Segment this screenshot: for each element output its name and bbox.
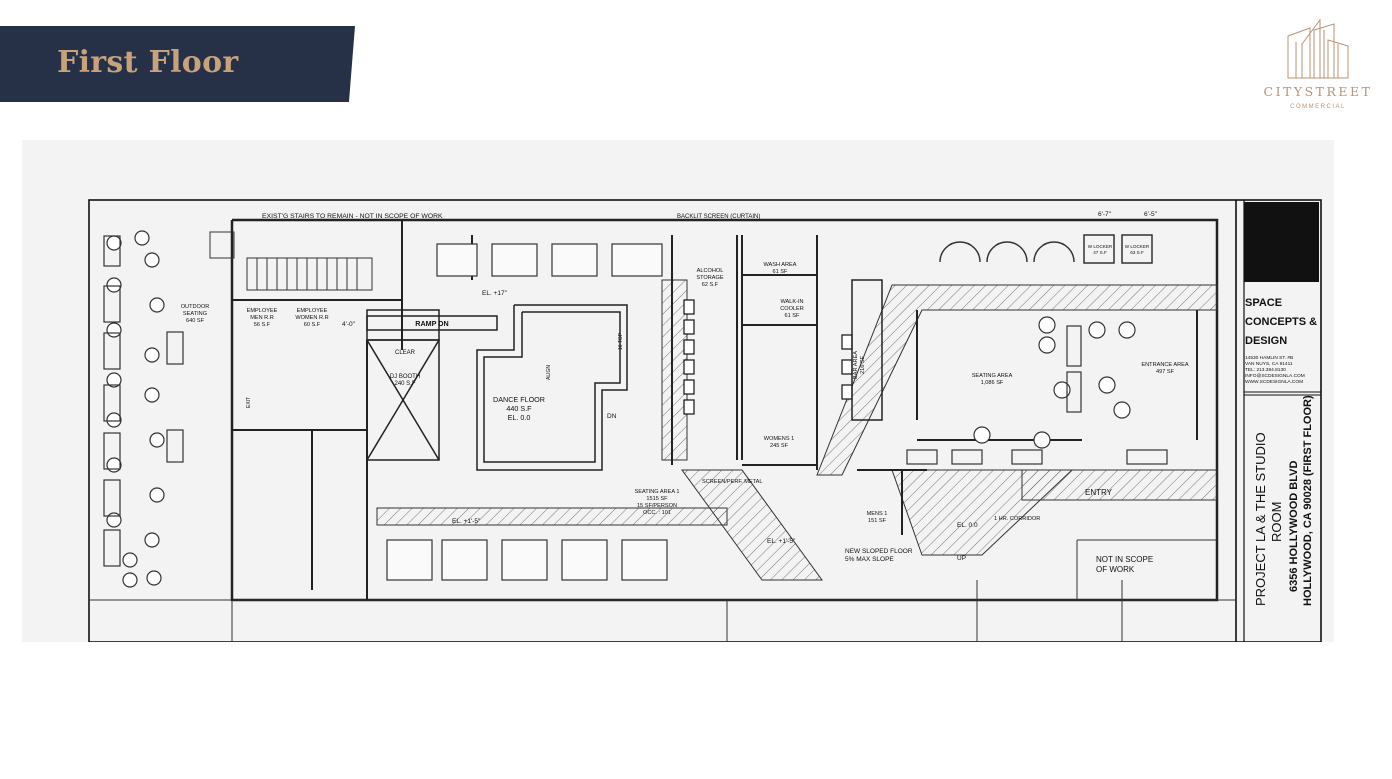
label-backlit: BACKLIT SCREEN (CURTAIN) — [677, 214, 760, 220]
label-el-lower: EL. +1'-5" — [452, 518, 481, 525]
floor-plan-svg: EXIST'G STAIRS TO REMAIN - NOT IN SCOPE … — [88, 199, 1322, 642]
floor-plan-drawing: EXIST'G STAIRS TO REMAIN - NOT IN SCOPE … — [22, 140, 1334, 642]
label-align: ALIGN — [546, 365, 552, 380]
sheet-border — [88, 199, 1322, 642]
label-elev-upper: EL. +17" — [482, 290, 508, 297]
hatch-seating-1 — [376, 507, 728, 526]
logo-subtitle: COMMERCIAL — [1290, 104, 1346, 110]
label-el-zero: EL. 0.0 — [957, 522, 978, 529]
dance-floor-edge — [476, 304, 628, 471]
label-up: UP — [957, 555, 966, 562]
hatch-sloped-floor — [681, 469, 823, 581]
label-bar: BAR AREA216 SF — [853, 351, 866, 379]
hatch-entry — [1021, 469, 1218, 501]
label-dj-clear: CLEAR — [395, 350, 416, 356]
title-banner — [0, 26, 355, 102]
label-corridor: 1 HR. CORRIDOR — [994, 516, 1040, 522]
project-city: HOLLYWOOD, CA 90028 (FIRST FLOOR) — [1302, 395, 1314, 606]
label-dim-4-0: 4'-0" — [342, 321, 356, 328]
svg-text:S: S — [1255, 218, 1286, 270]
existing-stairs — [246, 257, 373, 291]
project-address: 6356 HOLLYWOOD BLVD — [1288, 461, 1300, 592]
label-dim-6-7: 6'-7" — [1098, 211, 1112, 218]
label-entry: ENTRY — [1085, 488, 1113, 497]
building-outline — [230, 218, 1219, 602]
logo-name: CITYSTREET — [1263, 84, 1373, 99]
note-existing-stairs: EXIST'G STAIRS TO REMAIN - NOT IN SCOPE … — [262, 213, 443, 220]
citystreet-logo: CITYSTREET COMMERCIAL — [1258, 16, 1378, 116]
label-el-lower-2: EL. +1'-5" — [767, 538, 796, 545]
label-ramp: RAMP DN — [415, 319, 448, 328]
label-top16: 16 TOP — [618, 332, 624, 350]
label-exit: EXIT — [246, 397, 252, 408]
building-logo-icon — [1287, 18, 1349, 79]
ramp — [366, 315, 498, 331]
label-dn: DN — [607, 413, 617, 420]
project-room: ROOM — [1269, 502, 1284, 542]
label-dim-6-5: 6'-5" — [1144, 211, 1158, 218]
page-title: First Floor — [57, 45, 239, 80]
hatch-corridor-east — [816, 284, 1218, 476]
svg-text:D: D — [1276, 239, 1308, 288]
project-name: PROJECT LA & THE STUDIO — [1253, 432, 1268, 606]
hatch-ramp — [661, 279, 688, 461]
label-screen: SCREEN/PERF. METAL — [702, 479, 763, 485]
